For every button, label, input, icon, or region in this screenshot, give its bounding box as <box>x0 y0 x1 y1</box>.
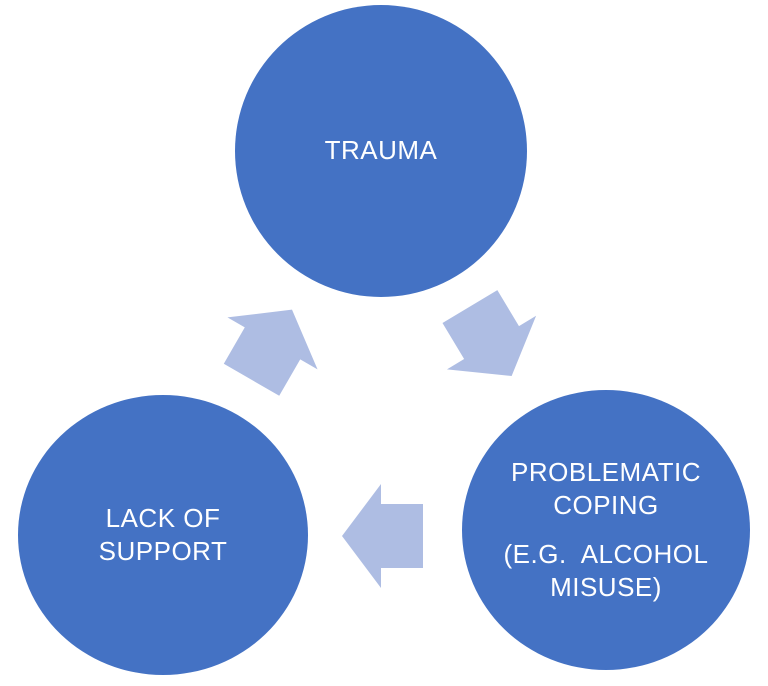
node-problematic-coping-circle <box>462 390 750 670</box>
arrow-trauma-to-coping-icon <box>442 290 537 377</box>
arrow-support-to-trauma-icon <box>223 309 318 396</box>
node-lack-of-support-circle <box>18 395 308 675</box>
node-trauma-circle <box>235 5 527 297</box>
arrow-coping-to-support-icon <box>342 484 423 588</box>
